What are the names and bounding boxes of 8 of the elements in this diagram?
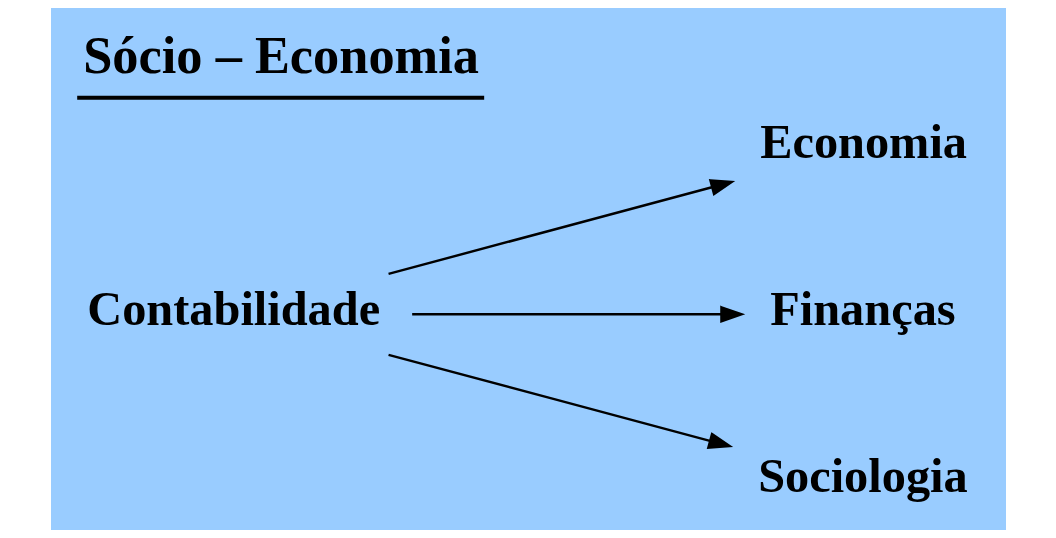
arrow <box>411 305 745 324</box>
node-text: Economia <box>759 114 967 168</box>
arrow <box>387 353 733 450</box>
node-text: Sociologia <box>757 449 968 503</box>
arrow <box>387 179 735 276</box>
node-text: Contabilidade <box>86 281 380 335</box>
node-text: Finanças <box>769 281 956 335</box>
diagram-title: Sócio – Economia <box>82 26 479 85</box>
